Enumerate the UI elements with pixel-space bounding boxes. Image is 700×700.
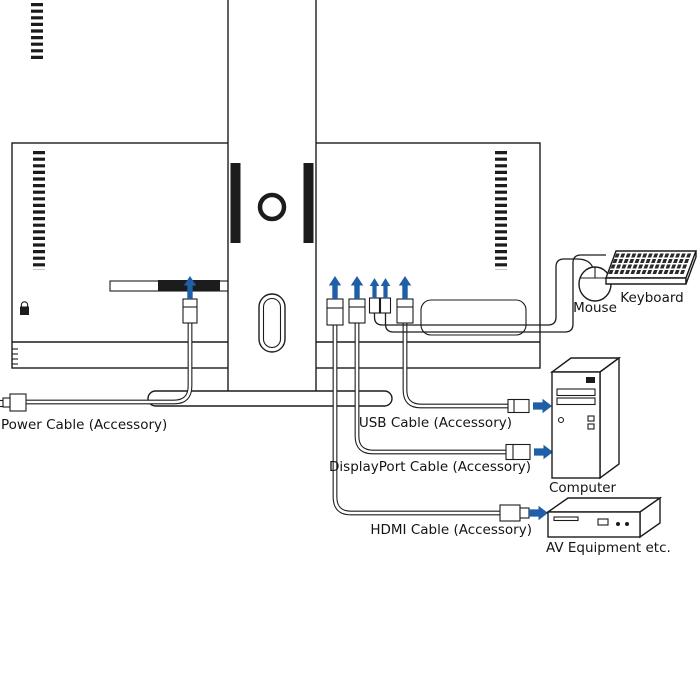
hdmi-plug <box>326 298 344 326</box>
label-mouse: Mouse <box>573 300 617 316</box>
keyboard-cable <box>384 254 606 333</box>
monitor-stand <box>227 0 317 391</box>
power-plug <box>182 298 198 324</box>
label-computer: Computer <box>549 480 617 496</box>
mouse-cable <box>373 258 594 326</box>
label-av-equipment: AV Equipment etc. <box>546 540 671 556</box>
hdmi-cable-end-plug <box>499 504 530 522</box>
usb-downstream-plug-1 <box>368 297 381 314</box>
displayport-cable <box>354 320 506 455</box>
to-computer-arrow-displayport-icon <box>534 444 553 460</box>
connector-recess <box>420 299 527 336</box>
osd-buttons <box>12 348 18 365</box>
label-hdmi-cable: HDMI Cable (Accessory) <box>370 522 532 538</box>
power-wall-plug <box>0 393 27 412</box>
power-cable <box>26 320 193 405</box>
usb-cable-end-plug <box>507 398 530 414</box>
keyboard-keys <box>608 253 693 274</box>
stand-base <box>147 390 393 407</box>
usb-upstream-plug <box>396 298 414 324</box>
label-displayport-cable: DisplayPort Cable (Accessory) <box>329 459 531 475</box>
power-inlet-slot <box>109 280 233 292</box>
usb-downstream-plug-2 <box>379 297 392 314</box>
keyboard <box>604 250 698 285</box>
stand-ring <box>257 192 287 222</box>
displayport-cable-end-plug <box>505 443 531 461</box>
cable-hole <box>258 293 286 353</box>
to-av-arrow-hdmi-icon <box>529 505 548 521</box>
stand-vent-right <box>303 163 314 243</box>
label-power-cable: Power Cable (Accessory) <box>1 417 167 433</box>
label-usb-cable: USB Cable (Accessory) <box>359 415 512 431</box>
stand-vent-left <box>230 163 241 243</box>
av-equipment <box>545 496 663 539</box>
usb-cable <box>402 320 508 409</box>
to-computer-arrow-usb-icon <box>533 398 552 414</box>
lock-icon <box>20 301 29 315</box>
displayport-plug <box>348 298 366 324</box>
label-keyboard: Keyboard <box>620 290 683 306</box>
hdmi-cable <box>332 322 502 516</box>
computer-tower <box>549 356 622 480</box>
